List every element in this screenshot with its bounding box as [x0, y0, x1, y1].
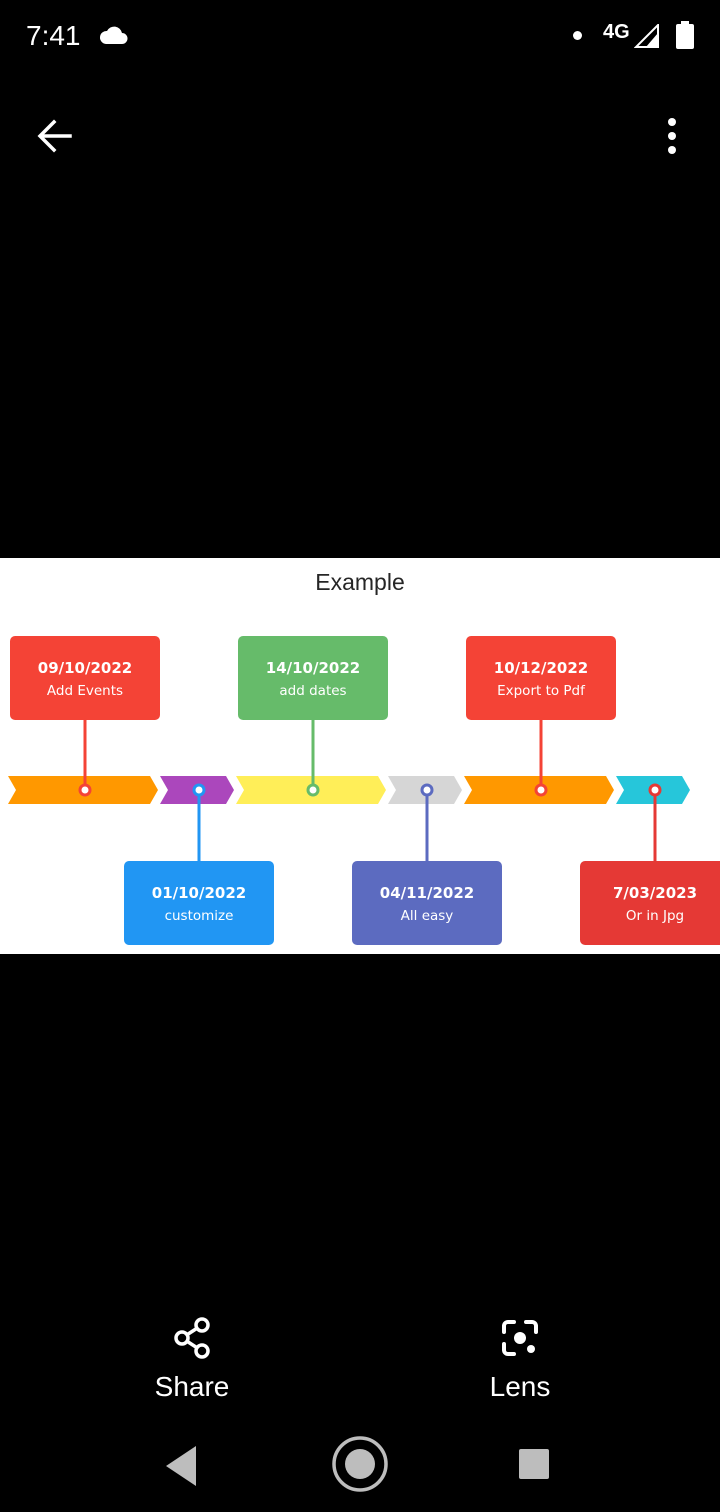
timeline-event-text: customize — [165, 908, 234, 924]
timeline-marker — [420, 783, 434, 797]
timeline-event-card — [580, 861, 720, 945]
system-nav-bar — [0, 1420, 720, 1512]
timeline-event-date: 09/10/2022 — [38, 659, 132, 677]
cloud-icon — [99, 26, 128, 44]
nav-recents-icon[interactable] — [516, 1446, 552, 1482]
back-button[interactable] — [30, 112, 82, 160]
lens-label: Lens — [489, 1371, 551, 1402]
timeline-event-card — [124, 861, 274, 945]
timeline-event-date: 10/12/2022 — [494, 659, 588, 677]
battery-icon — [676, 21, 694, 49]
timeline-event-date: 14/10/2022 — [266, 659, 360, 677]
more-vert-icon — [668, 118, 676, 154]
timeline-event-card — [238, 636, 388, 720]
timeline-event-date: 04/11/2022 — [380, 884, 474, 902]
timeline-event-card — [10, 636, 160, 720]
timeline-event-card — [466, 636, 616, 720]
nav-home-icon[interactable] — [330, 1434, 390, 1494]
network-type-label: 4G — [603, 21, 630, 43]
lens-button[interactable]: Lens — [450, 1316, 590, 1408]
timeline-marker — [192, 783, 206, 797]
nav-back-icon[interactable] — [160, 1442, 204, 1490]
timeline-event-card — [352, 861, 502, 945]
signal-icon — [634, 24, 659, 48]
share-icon — [174, 1317, 210, 1359]
share-button[interactable]: Share — [122, 1316, 262, 1408]
timeline-event-text: Export to Pdf — [497, 683, 586, 699]
timeline-event-text: All easy — [401, 908, 454, 924]
arrow-back-icon — [37, 119, 72, 153]
timeline-event-text: Or in Jpg — [626, 908, 684, 924]
timeline-event-date: 01/10/2022 — [152, 884, 246, 902]
status-bar: 7:41 4G — [0, 0, 720, 72]
timeline-marker — [534, 783, 548, 797]
timeline-marker — [306, 783, 320, 797]
lens-icon — [502, 1320, 538, 1356]
more-options-button[interactable] — [652, 112, 692, 160]
timeline-event-text: Add Events — [47, 683, 123, 699]
timeline-event-date: 7/03/2023 — [613, 884, 697, 902]
status-time: 7:41 — [26, 20, 81, 51]
timeline-title: Example — [315, 569, 404, 595]
share-label: Share — [154, 1371, 230, 1402]
timeline-event-text: add dates — [279, 683, 346, 699]
timeline-marker — [648, 783, 662, 797]
timeline-marker — [78, 783, 92, 797]
notification-dot-icon — [573, 31, 582, 40]
